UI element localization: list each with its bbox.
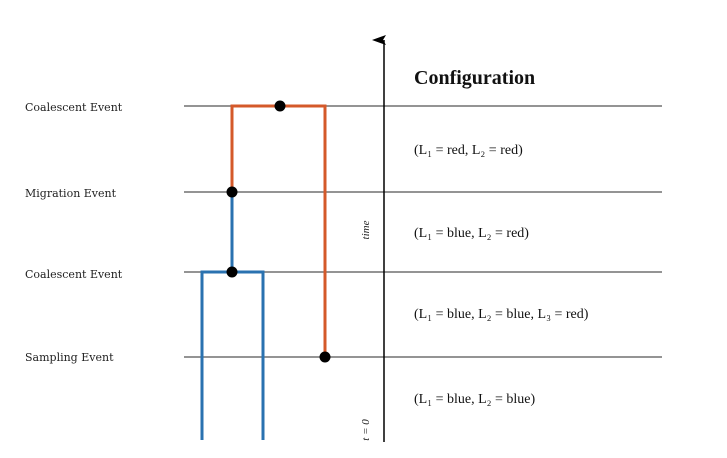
configuration-state-1: (L₁ = red, L₂ = red) (414, 143, 523, 158)
configuration-state-3: (L₁ = blue, L₂ = blue, L₃ = red) (414, 307, 589, 322)
coalescent-event-dot-top (274, 100, 286, 112)
configuration-state-4: (L₁ = blue, L₂ = blue) (414, 392, 536, 407)
time-origin-label: t = 0 (360, 419, 372, 441)
configuration-title: Configuration (414, 67, 535, 89)
time-axis-label: time (360, 220, 372, 239)
event-label-migration: Migration Event (25, 187, 117, 200)
event-label-coalescent-top: Coalescent Event (25, 101, 123, 114)
sampling-event-dot (319, 351, 331, 363)
migration-event-dot (226, 186, 238, 198)
coalescent-event-dot-bottom (226, 266, 238, 278)
event-label-coalescent-bottom: Coalescent Event (25, 268, 123, 281)
configuration-state-2: (L₁ = blue, L₂ = red) (414, 226, 529, 241)
event-label-sampling: Sampling Event (25, 351, 114, 364)
